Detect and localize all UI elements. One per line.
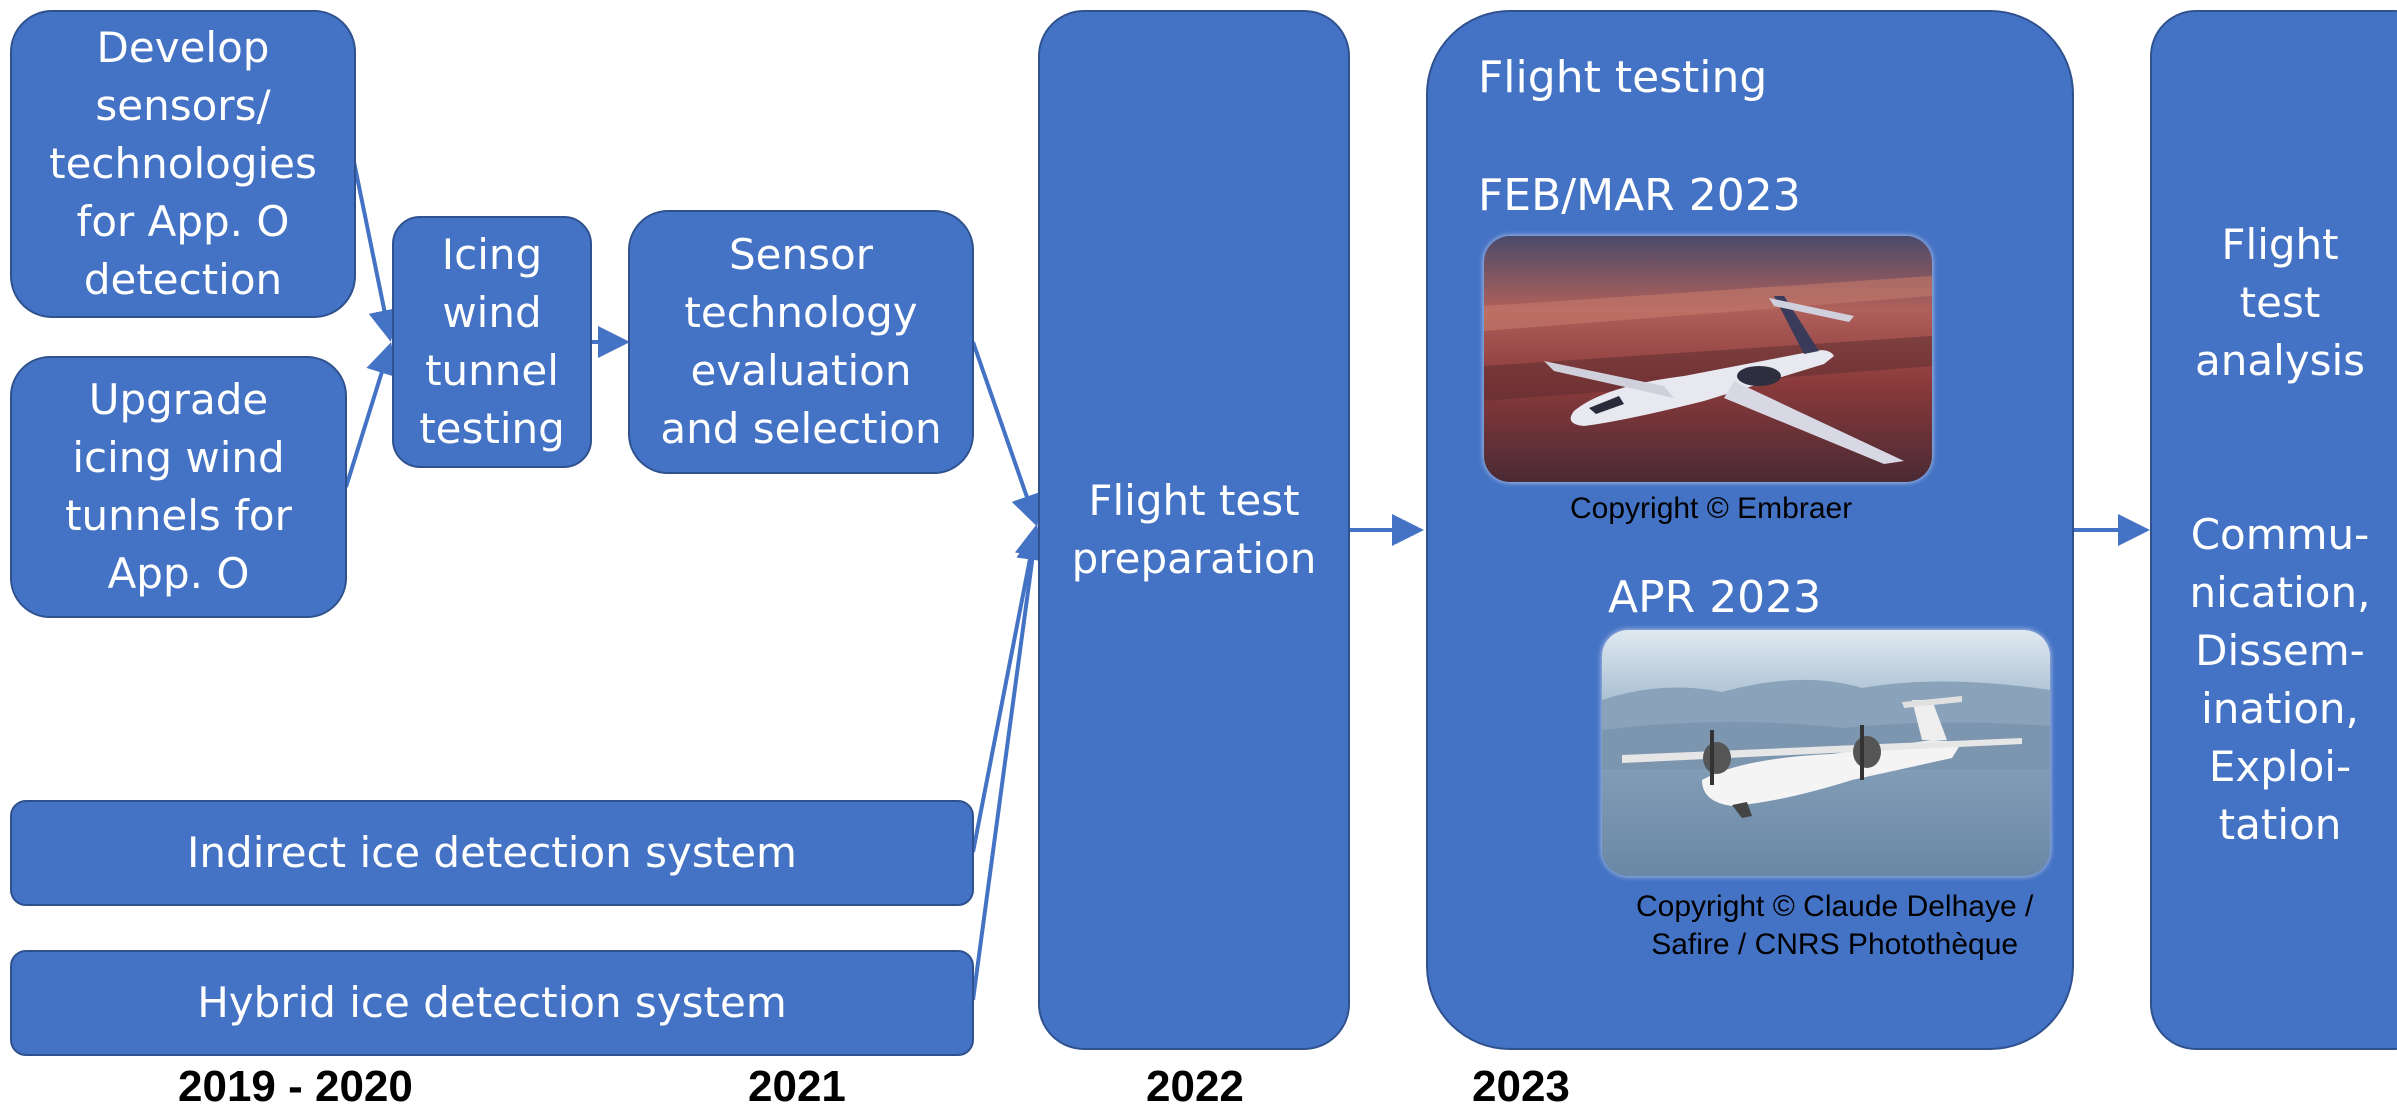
period-feb-mar-label: FEB/MAR 2023: [1478, 170, 1801, 221]
sensor-line: and selection: [660, 404, 942, 453]
copyright-line: Safire / CNRS Photothèque: [1651, 928, 2019, 961]
indirect-ice-detection-box: Indirect ice detection system: [10, 800, 974, 906]
flight-testing-title: Flight testing: [1478, 52, 1768, 103]
year-2023: 2023: [1472, 1062, 1570, 1111]
copyright-delhaye: Copyright © Claude Delhaye / Safire / CN…: [1636, 888, 2033, 964]
upgrade-line: icing wind: [72, 433, 285, 482]
analysis-line: test: [2239, 278, 2321, 327]
upgrade-tunnels-box: Upgrade icing wind tunnels for App. O: [10, 356, 347, 618]
indirect-label: Indirect ice detection system: [187, 828, 797, 877]
embraer-jet-photo: [1484, 236, 1932, 482]
arrow-hybrid-to-prep: [971, 528, 1049, 1001]
year-2022: 2022: [1146, 1062, 1244, 1111]
develop-line: for App. O: [76, 197, 290, 246]
communication-line: tation: [2218, 800, 2342, 849]
develop-line: Develop: [96, 23, 270, 72]
analysis-line: analysis: [2194, 336, 2366, 385]
arrow-upgrade-to-icing: [344, 342, 397, 488]
communication-line: Commu-: [2190, 510, 2370, 559]
upgrade-line: App. O: [107, 549, 250, 598]
analysis-dissemination-panel: [2150, 10, 2397, 1050]
icing-line: tunnel: [425, 346, 559, 395]
icing-line: testing: [419, 404, 565, 453]
flight-test-analysis-text: Flight test analysis: [2150, 216, 2397, 390]
icing-line: wind: [442, 288, 542, 337]
arrow-develop-to-icing: [352, 161, 401, 342]
icing-wind-tunnel-box: Icing wind tunnel testing: [392, 216, 592, 468]
copyright-embraer: Copyright © Embraer: [1570, 492, 1853, 525]
analysis-line: Flight: [2221, 220, 2339, 269]
prep-line: preparation: [1071, 534, 1317, 583]
develop-line: detection: [83, 255, 283, 304]
upgrade-line: tunnels for: [65, 491, 292, 540]
icing-line: Icing: [441, 230, 543, 279]
communication-line: ination,: [2201, 684, 2359, 733]
develop-sensors-box: Develop sensors/ technologies for App. O…: [10, 10, 356, 318]
jet-shape: [1544, 296, 1904, 464]
sensor-line: Sensor: [729, 230, 873, 279]
communication-line: Dissem-: [2195, 626, 2365, 675]
develop-line: sensors/: [95, 81, 271, 130]
develop-line: technologies: [49, 139, 317, 188]
communication-line: Exploi-: [2208, 742, 2352, 791]
year-2019-2020: 2019 - 2020: [178, 1062, 413, 1111]
sensor-line: evaluation: [690, 346, 912, 395]
upgrade-line: Upgrade: [88, 375, 269, 424]
flight-testing-panel: [1426, 10, 2074, 1050]
copyright-line: Copyright © Claude Delhaye /: [1636, 890, 2034, 923]
sensor-evaluation-box: Sensor technology evaluation and selecti…: [628, 210, 974, 474]
communication-line: nication,: [2189, 568, 2371, 617]
hybrid-ice-detection-box: Hybrid ice detection system: [10, 950, 974, 1056]
arrow-sensor-to-prep: [971, 341, 1042, 527]
hybrid-label: Hybrid ice detection system: [197, 978, 787, 1027]
atr-aircraft-photo: [1602, 630, 2050, 876]
period-apr-label: APR 2023: [1608, 572, 1822, 623]
prep-line: Flight test: [1088, 476, 1300, 525]
atr-shape: [1622, 696, 2022, 818]
sensor-line: technology: [684, 288, 918, 337]
year-2021: 2021: [748, 1062, 846, 1111]
flight-test-preparation-box: Flight test preparation: [1038, 10, 1350, 1050]
communication-text: Commu- nication, Dissem- ination, Exploi…: [2150, 506, 2397, 854]
arrow-indirect-to-prep: [971, 524, 1047, 853]
